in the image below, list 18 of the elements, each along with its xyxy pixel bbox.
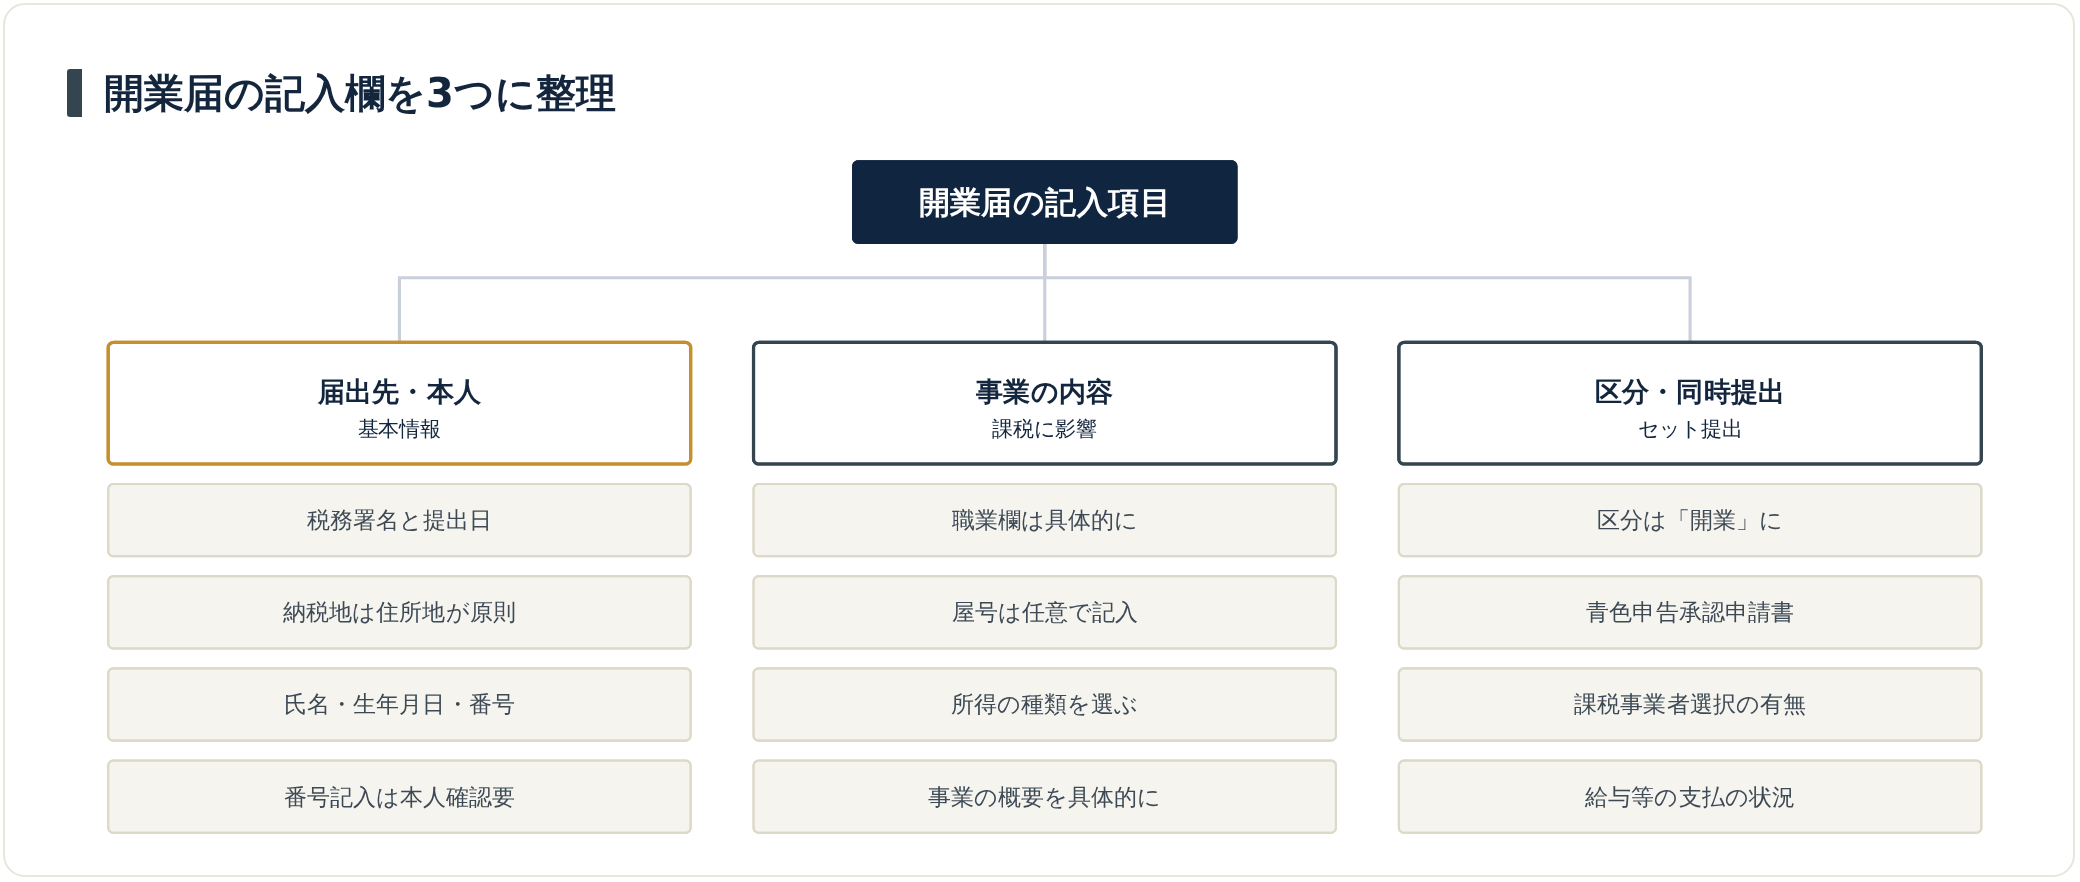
title: 開業届の記入欄を3つに整理 <box>67 69 616 117</box>
root-box: 開業届の記入項目 <box>852 160 1238 244</box>
category-box: 届出先・本人 基本情報 <box>106 340 693 466</box>
item-box: 事業の概要を具体的に <box>752 759 1338 834</box>
item-box: 税務署名と提出日 <box>107 482 692 558</box>
item-box: 課税事業者選択の有無 <box>1398 667 1983 742</box>
item-box: 給与等の支払の状況 <box>1398 759 1983 834</box>
item-box: 番号記入は本人確認要 <box>107 759 692 834</box>
item-box: 所得の種類を選ぶ <box>752 667 1338 742</box>
item-box: 納税地は住所地が原則 <box>107 575 692 650</box>
category-box: 事業の内容 課税に影響 <box>752 340 1338 466</box>
connector-line <box>1043 242 1692 343</box>
item-box: 屋号は任意で記入 <box>752 575 1338 650</box>
category-box: 区分・同時提出 セット提出 <box>1397 340 1984 466</box>
item-box: 青色申告承認申請書 <box>1398 575 1983 650</box>
item-box: 区分は「開業」に <box>1398 482 1983 558</box>
item-box: 氏名・生年月日・番号 <box>107 667 692 742</box>
item-box: 職業欄は具体的に <box>752 482 1338 558</box>
